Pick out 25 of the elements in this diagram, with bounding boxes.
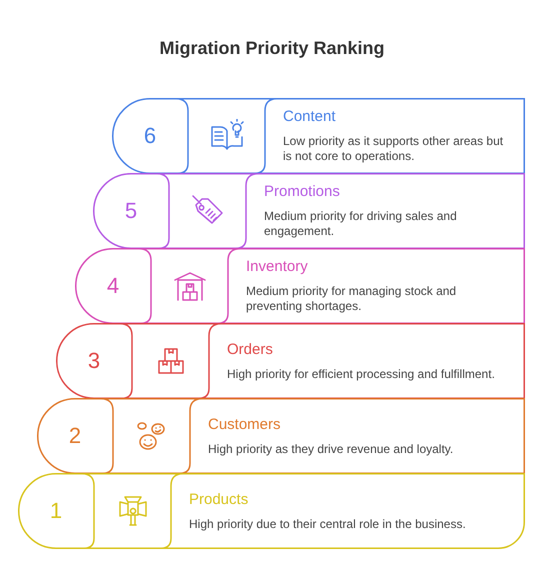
- priority-tier: [56, 323, 525, 399]
- tier-heading: Customers: [208, 416, 281, 434]
- tier-heading: Promotions: [264, 183, 340, 201]
- tier-description: Medium priority for managing stock and preventing shortages.: [246, 284, 458, 314]
- rank-number: 1: [50, 499, 62, 523]
- priority-tier: [112, 98, 525, 174]
- tier-description: Medium priority for driving sales and engagement.: [264, 209, 458, 239]
- chart-title: Migration Priority Ranking: [159, 38, 385, 59]
- tier-heading: Inventory: [246, 258, 308, 276]
- rank-number: 2: [68, 424, 82, 448]
- priority-tier: [93, 173, 525, 249]
- tier-heading: Orders: [227, 340, 273, 358]
- rank-number: 6: [144, 124, 156, 148]
- tier-description: High priority for efficient processing and fulfillment.: [227, 366, 495, 382]
- rank-number: 3: [88, 349, 100, 373]
- tier-description: High priority due to their central role in the business.: [189, 516, 466, 532]
- tier-description: High priority as they drive revenue and loyalty.: [208, 442, 454, 456]
- priority-tier: [18, 473, 525, 549]
- rank-number: 5: [124, 199, 138, 223]
- priority-tier: [37, 398, 525, 474]
- tier-heading: Content: [283, 108, 336, 126]
- tier-heading: Products: [189, 490, 248, 508]
- priority-tier: [75, 248, 525, 324]
- tier-description: Low priority as it supports other areas but is not core to operations.: [283, 134, 504, 164]
- rank-number: 4: [106, 274, 120, 298]
